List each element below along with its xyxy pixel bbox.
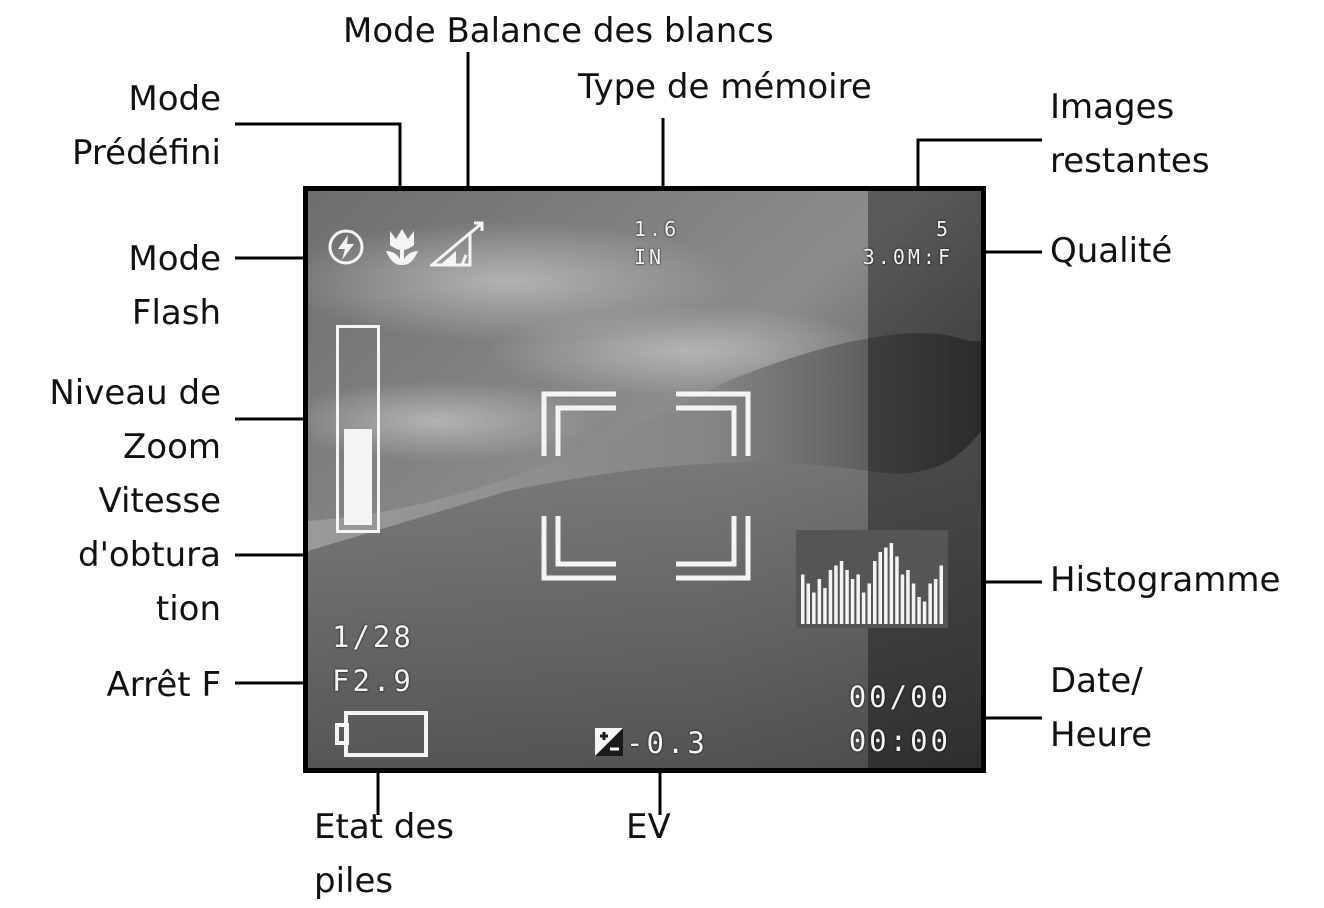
label-quality: Qualité xyxy=(1050,231,1173,271)
histogram-bar xyxy=(906,570,910,624)
lcd-screen: 1.6 IN 5 3.0M:F 1/28 F2.9 -0.3 00/00 00:… xyxy=(303,186,986,773)
zoom-ratio: 1.6 xyxy=(634,217,680,241)
label-images-left: Images restantes xyxy=(1050,87,1210,181)
histogram-bar xyxy=(828,570,833,624)
zoom-bar xyxy=(336,325,380,533)
label-preset-mode: Mode Prédéfini xyxy=(72,79,221,173)
label-flash-mode: Mode Flash xyxy=(128,239,221,333)
histogram-bar xyxy=(939,565,943,624)
scene-photo xyxy=(308,191,981,768)
histogram-bar xyxy=(878,552,882,624)
histogram-bar xyxy=(823,588,827,624)
label-battery: Etat des piles xyxy=(314,807,455,901)
focus-frame-icon xyxy=(541,391,751,581)
shutter-speed: 1/28 xyxy=(332,620,414,654)
macro-flower-icon xyxy=(386,229,418,265)
histogram-bar xyxy=(834,565,838,624)
aperture: F2.9 xyxy=(332,664,414,698)
leader-images-left xyxy=(916,138,1042,188)
time-value: 00:00 xyxy=(848,724,951,758)
histogram-bar xyxy=(817,579,822,624)
histogram-bar xyxy=(839,561,844,624)
histogram-bar xyxy=(812,592,816,624)
histogram-bar xyxy=(928,583,932,624)
histogram-bar xyxy=(873,561,877,624)
label-ev: EV xyxy=(626,807,671,847)
cloud xyxy=(308,381,598,461)
label-memory-type: Type de mémoire xyxy=(578,67,872,107)
label-shutter-speed: Vitesse d'obtura tion xyxy=(77,481,221,629)
histogram-bar xyxy=(845,570,849,624)
quality-value: 3.0M:F xyxy=(862,245,953,269)
histogram-bar xyxy=(867,583,871,624)
images-remaining: 5 xyxy=(935,217,951,241)
histogram-bar xyxy=(856,574,860,624)
label-date-time: Date/ Heure xyxy=(1050,661,1153,755)
white-balance-icon xyxy=(430,221,484,267)
ev-value: -0.3 xyxy=(626,726,708,760)
flash-auto-icon xyxy=(328,229,364,265)
date-value: 00/00 xyxy=(848,680,951,714)
label-zoom-level: Niveau de Zoom xyxy=(49,373,221,467)
histogram-bar xyxy=(900,574,905,624)
histogram-bar xyxy=(861,592,866,624)
memory-type: IN xyxy=(634,245,665,269)
zoom-bar-fill xyxy=(344,429,372,525)
leader-preset-mode xyxy=(235,122,402,210)
label-histogram: Histogramme xyxy=(1050,560,1281,600)
histogram-bar xyxy=(933,579,938,624)
histogram-bar xyxy=(801,574,805,624)
histogram-background xyxy=(796,530,948,628)
label-wb-mode: Mode Balance des blancs xyxy=(343,11,774,51)
histogram-bar xyxy=(922,601,927,624)
histogram-bar xyxy=(884,547,888,624)
histogram-chart xyxy=(796,530,948,628)
histogram-bar xyxy=(889,543,894,624)
battery-icon xyxy=(335,711,428,757)
ev-icon xyxy=(595,728,623,756)
histogram-bar xyxy=(917,597,921,624)
histogram-bar xyxy=(850,579,855,624)
label-f-stop: Arrêt F xyxy=(106,665,221,705)
histogram-bar xyxy=(895,556,899,624)
histogram-bar xyxy=(911,583,916,624)
vignette-right xyxy=(868,191,981,768)
dune-shadow xyxy=(308,431,981,768)
histogram-bar xyxy=(806,583,810,624)
